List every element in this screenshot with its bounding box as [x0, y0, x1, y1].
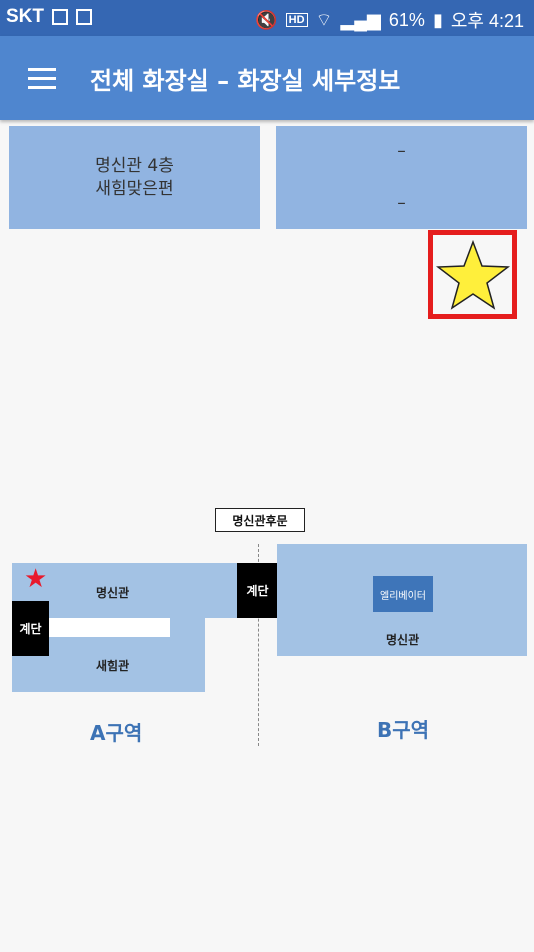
carrier-label: SKT	[6, 6, 44, 27]
stairs-left: 계단	[12, 601, 49, 656]
signal-icon: ▂▄▆	[340, 9, 381, 30]
wifi-icon: ⌔	[315, 9, 333, 30]
zone-a-label: A구역	[90, 721, 143, 745]
location-detail: 새힘맞은편	[95, 178, 174, 199]
status-left: SKT	[6, 6, 92, 28]
status-right: 🔇 HD ⌔ ▂▄▆ 61% ▮ 오후 4:21	[255, 7, 524, 33]
clock: 오후 4:21	[450, 11, 524, 31]
detail-card: – –	[276, 126, 527, 229]
mute-icon: 🔇	[255, 9, 278, 30]
zone-divider	[258, 544, 259, 746]
favorite-button[interactable]	[428, 230, 517, 319]
page-title: 전체 화장실 – 화장실 세부정보	[90, 67, 401, 95]
saehim-label: 새힘관	[96, 659, 130, 673]
myungshin-label-b: 명신관	[386, 633, 420, 647]
floor-map: 명신관후문 ★ 명신관 새힘관 계단 계단 엘리베이터 명신관 A구역 B구역	[0, 500, 534, 760]
myungshin-label-a: 명신관	[96, 586, 130, 600]
myungshin-block-a	[12, 563, 237, 618]
hd-voice-icon: HD	[285, 13, 308, 27]
corridor	[49, 618, 170, 637]
location-building-floor: 명신관 4층	[95, 155, 174, 176]
menu-icon[interactable]	[28, 68, 56, 90]
app-bar: 전체 화장실 – 화장실 세부정보	[0, 36, 534, 120]
detail-line-1: –	[397, 141, 406, 161]
elevator: 엘리베이터	[373, 576, 433, 612]
zone-b-label: B구역	[377, 718, 430, 742]
star-icon	[435, 239, 510, 310]
gallery-notification-icon	[52, 9, 68, 25]
status-bar: SKT 🔇 HD ⌔ ▂▄▆ 61% ▮ 오후 4:21	[0, 0, 534, 36]
battery-percent: 61%	[388, 9, 425, 30]
restroom-marker-icon: ★	[24, 564, 48, 594]
phone-notification-icon	[76, 9, 92, 25]
back-gate-label: 명신관후문	[215, 508, 305, 532]
location-card: 명신관 4층 새힘맞은편	[9, 126, 260, 229]
battery-icon: ▮	[432, 9, 443, 30]
detail-line-2: –	[397, 193, 406, 213]
stairs-center: 계단	[237, 563, 278, 618]
